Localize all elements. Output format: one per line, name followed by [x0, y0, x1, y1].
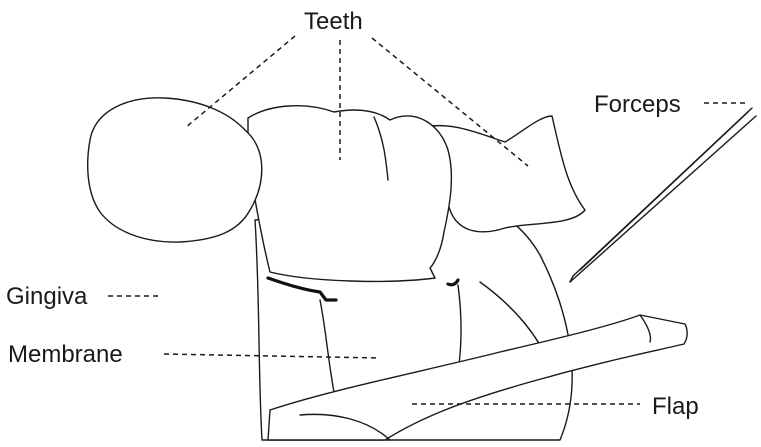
- label-flap: Flap: [652, 393, 699, 420]
- forceps-jaw: [580, 112, 748, 270]
- tooth-front: [88, 98, 262, 242]
- label-teeth: Teeth: [304, 8, 363, 35]
- label-gingiva: Gingiva: [6, 283, 88, 310]
- label-forceps: Forceps: [594, 91, 681, 118]
- tooth-middle: [248, 106, 451, 282]
- forceps-arm-lower: [570, 116, 756, 282]
- label-membrane: Membrane: [8, 341, 123, 368]
